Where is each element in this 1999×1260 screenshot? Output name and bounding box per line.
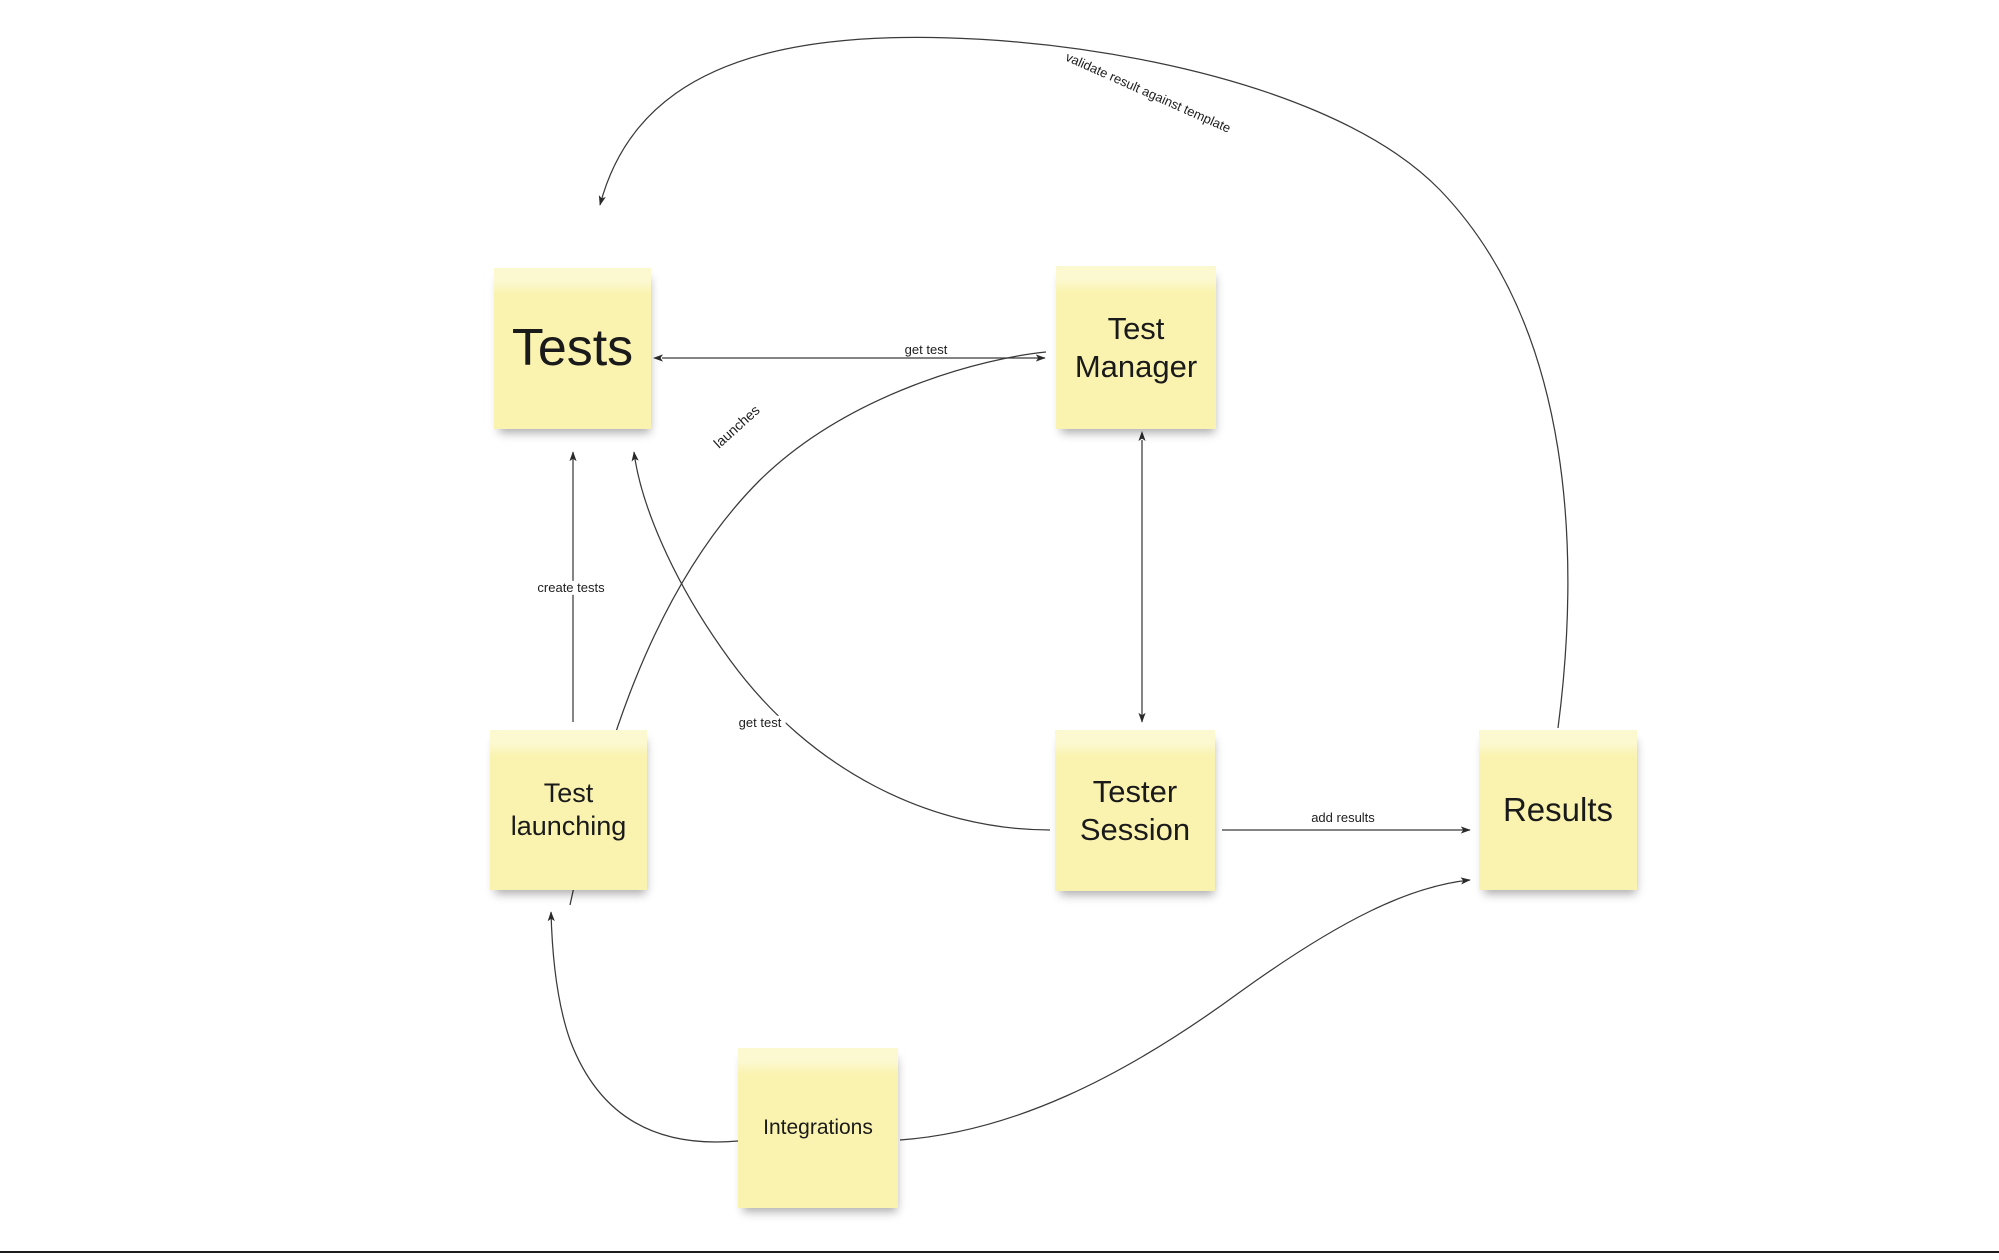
edge-integrations-launching bbox=[547, 911, 739, 1143]
node-test-launching[interactable]: Test launching bbox=[490, 730, 647, 890]
node-results-label: Results bbox=[1502, 790, 1614, 828]
node-tester-session-label: Tester Session bbox=[1079, 773, 1191, 847]
edge-integrations-results bbox=[899, 877, 1471, 1141]
node-test-manager-label: Test Manager bbox=[1074, 310, 1198, 384]
node-tests-label: Tests bbox=[511, 318, 634, 377]
node-results[interactable]: Results bbox=[1479, 730, 1637, 890]
bottom-rule bbox=[0, 1251, 1999, 1253]
edge-label-validate-result: validate result against template bbox=[1059, 48, 1237, 138]
edge-label-add-results: add results bbox=[1307, 810, 1379, 826]
node-integrations-label: Integrations bbox=[763, 1116, 873, 1140]
node-tester-session[interactable]: Tester Session bbox=[1055, 730, 1215, 891]
edge-get-test-bottom bbox=[631, 451, 1051, 831]
edge-label-get-test-bottom: get test bbox=[734, 715, 786, 731]
edge-label-launches: launches bbox=[708, 399, 766, 455]
edge-label-get-test-top: get test bbox=[900, 342, 952, 358]
node-test-launching-label: Test launching bbox=[510, 778, 627, 841]
edge-label-create-tests: create tests bbox=[533, 580, 609, 596]
node-test-manager[interactable]: Test Manager bbox=[1056, 266, 1216, 429]
node-tests[interactable]: Tests bbox=[494, 268, 651, 429]
node-integrations[interactable]: Integrations bbox=[738, 1048, 898, 1208]
